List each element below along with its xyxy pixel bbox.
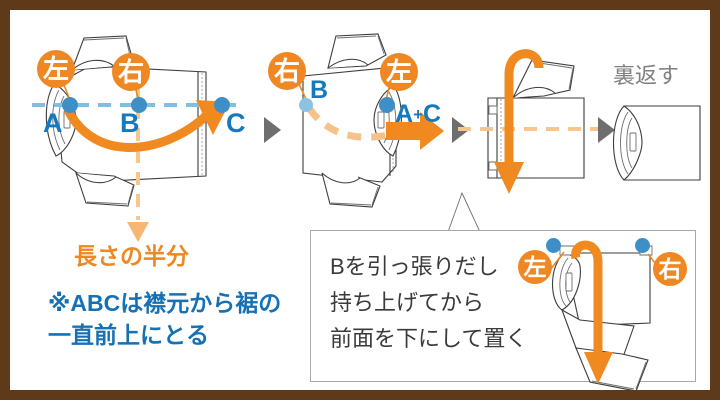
point-dot-c xyxy=(214,97,230,113)
callout-text-line-3: 前面を下にして置く xyxy=(330,326,528,351)
point-label-b: B xyxy=(120,108,140,138)
callout-text-line-2: 持ち上げてから xyxy=(330,290,485,315)
step-arrow-1 xyxy=(264,117,281,143)
callout-point-dot-left xyxy=(546,238,561,253)
point-label-c: C xyxy=(226,108,246,138)
point-dot-b xyxy=(131,97,147,113)
callout-point-dot-right xyxy=(635,238,650,253)
point-label-ac: A+C xyxy=(395,102,441,127)
point-dot-ac xyxy=(379,97,395,113)
note-abc-line-1: ※ABCは襟元から裾の xyxy=(48,290,282,316)
badge-left-2: 左 xyxy=(380,53,418,91)
badge-right-2: 右 xyxy=(268,52,306,90)
point-dot-b2 xyxy=(299,98,313,112)
fold-arrow-3 xyxy=(504,49,544,170)
callout-art-layer xyxy=(549,240,663,390)
callout-badge-left: 左 xyxy=(518,250,552,284)
caption-half-length: 長さの半分 xyxy=(74,243,189,269)
fold-arrow-3-head xyxy=(494,162,524,194)
point-label-ac-c: C xyxy=(423,100,442,128)
point-label-ac-a: A xyxy=(395,100,414,128)
fold-curve-arrow-1 xyxy=(63,107,210,152)
shirt-step-2 xyxy=(302,33,402,208)
point-dot-a xyxy=(62,97,78,113)
callout-text-line-1: Bを引っ張りだし xyxy=(330,254,499,279)
shirt-step-4 xyxy=(612,105,701,181)
step-arrow-3 xyxy=(598,117,615,143)
badge-right-1: 右 xyxy=(112,53,150,91)
half-length-arrow-head xyxy=(127,222,149,242)
note-abc-line-2: 一直前上にとる xyxy=(48,322,209,348)
illustration-frame: 左 右 右 左 左 右 A B C B A+C 長さの半分 ※ABCは襟元から裾… xyxy=(10,10,710,390)
point-label-b2: B xyxy=(310,76,329,104)
point-label-ac-plus: + xyxy=(413,105,423,124)
fold-trace-2 xyxy=(306,105,393,141)
fold-arrow-2 xyxy=(386,112,444,150)
callout-badge-right: 右 xyxy=(653,252,687,286)
badge-left-1: 左 xyxy=(37,50,75,88)
caption-turn-inside-out: 裏返す xyxy=(613,63,680,88)
point-label-a: A xyxy=(43,108,63,138)
